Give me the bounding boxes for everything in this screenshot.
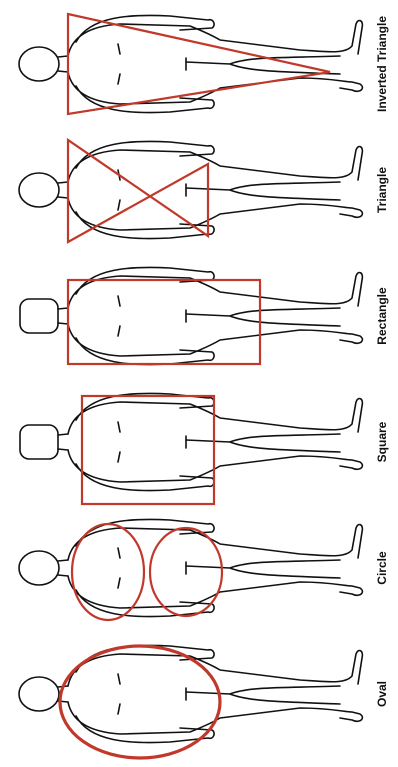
oval-shape-outline [60, 646, 220, 758]
inverted-triangle-label: Inverted Triangle [375, 16, 389, 112]
body-outline-upper [68, 525, 362, 560]
head [19, 551, 59, 585]
shape-circle: Circle [19, 519, 389, 620]
square-figure [20, 393, 362, 490]
square-label: Square [375, 421, 389, 462]
inverted-triangle-figure [19, 15, 362, 112]
circle-figure [19, 519, 362, 616]
body-marks [118, 170, 186, 210]
body-marks [118, 422, 186, 462]
triangle-label: Triangle [375, 167, 389, 213]
body-outline-lower [68, 324, 362, 356]
leg-split [186, 308, 340, 326]
shape-triangle: Triangle [19, 140, 389, 242]
shape-rectangle: Rectangle [20, 267, 389, 364]
body-outline-upper [68, 21, 362, 56]
shape-inverted-triangle: Inverted Triangle [19, 14, 389, 114]
body-marks [118, 296, 186, 336]
neck [58, 308, 68, 324]
neck [58, 434, 68, 450]
leg-split [186, 686, 340, 704]
body-marks [118, 674, 186, 714]
circle-shape-outline-upper [72, 524, 144, 620]
leg-split [186, 56, 340, 74]
rectangle-label: Rectangle [375, 287, 389, 345]
shape-square: Square [20, 393, 389, 504]
rectangle-figure [20, 267, 362, 364]
body-marks [118, 44, 186, 84]
shape-oval: Oval [19, 645, 389, 758]
head [20, 425, 58, 459]
body-outline-upper [68, 273, 362, 308]
body-outline-lower [68, 72, 362, 104]
head [19, 47, 59, 81]
head [20, 299, 58, 333]
head [19, 173, 59, 207]
body-outline-lower [68, 198, 362, 230]
head [19, 677, 59, 711]
body-outline-upper [68, 147, 362, 182]
leg-split [186, 560, 340, 578]
body-outline-lower [68, 576, 362, 608]
oval-label: Oval [375, 681, 389, 707]
leg-split [186, 434, 340, 452]
body-outline-lower [68, 450, 362, 482]
body-outline-upper [68, 399, 362, 434]
circle-label: Circle [375, 551, 389, 585]
